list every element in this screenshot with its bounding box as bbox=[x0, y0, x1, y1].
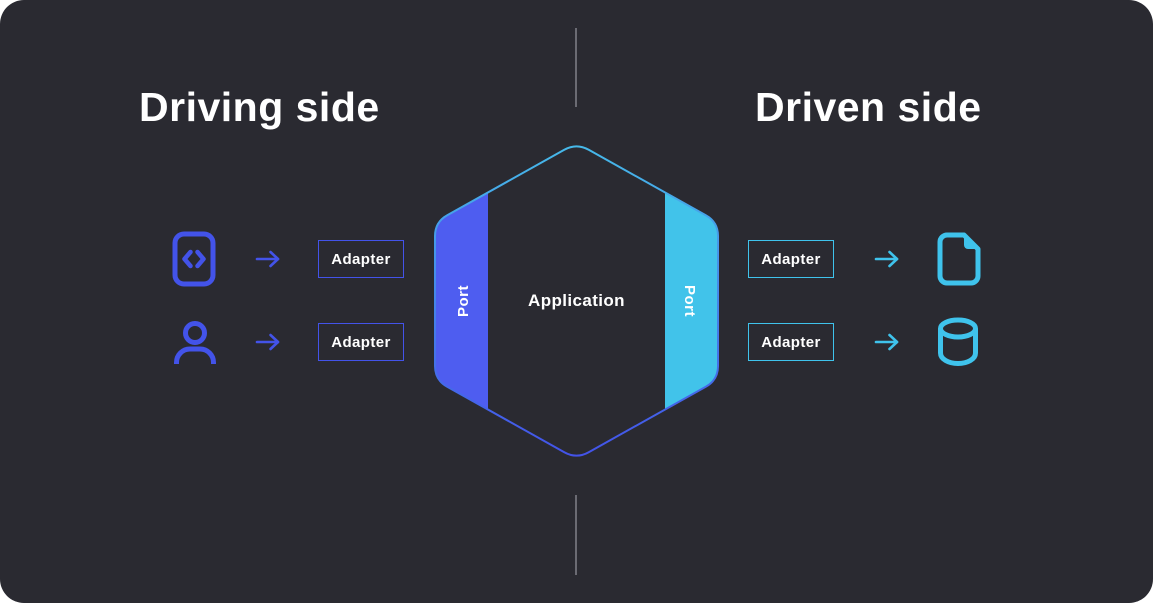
right-port-label: Port bbox=[681, 285, 699, 317]
code-icon bbox=[172, 231, 216, 287]
arrow-right-icon bbox=[874, 250, 899, 268]
top-divider-line bbox=[575, 28, 577, 107]
document-icon bbox=[937, 232, 981, 286]
driven-side-title: Driven side bbox=[755, 84, 982, 130]
arrow-right-icon bbox=[255, 250, 280, 268]
driven-adapter-2: Adapter bbox=[748, 323, 834, 361]
application-label: Application bbox=[528, 291, 625, 310]
driving-adapter-1: Adapter bbox=[318, 240, 404, 278]
driving-side-title: Driving side bbox=[139, 84, 380, 130]
driven-adapter-1: Adapter bbox=[748, 240, 834, 278]
driving-adapter-2: Adapter bbox=[318, 323, 404, 361]
arrow-right-icon bbox=[255, 333, 280, 351]
arrow-right-icon bbox=[874, 333, 899, 351]
bottom-divider-line bbox=[575, 495, 577, 575]
left-port-label: Port bbox=[454, 285, 472, 317]
hexagon-shape bbox=[434, 145, 719, 457]
hexagon-application bbox=[433, 141, 720, 461]
database-icon bbox=[938, 317, 978, 367]
user-icon bbox=[174, 321, 216, 365]
